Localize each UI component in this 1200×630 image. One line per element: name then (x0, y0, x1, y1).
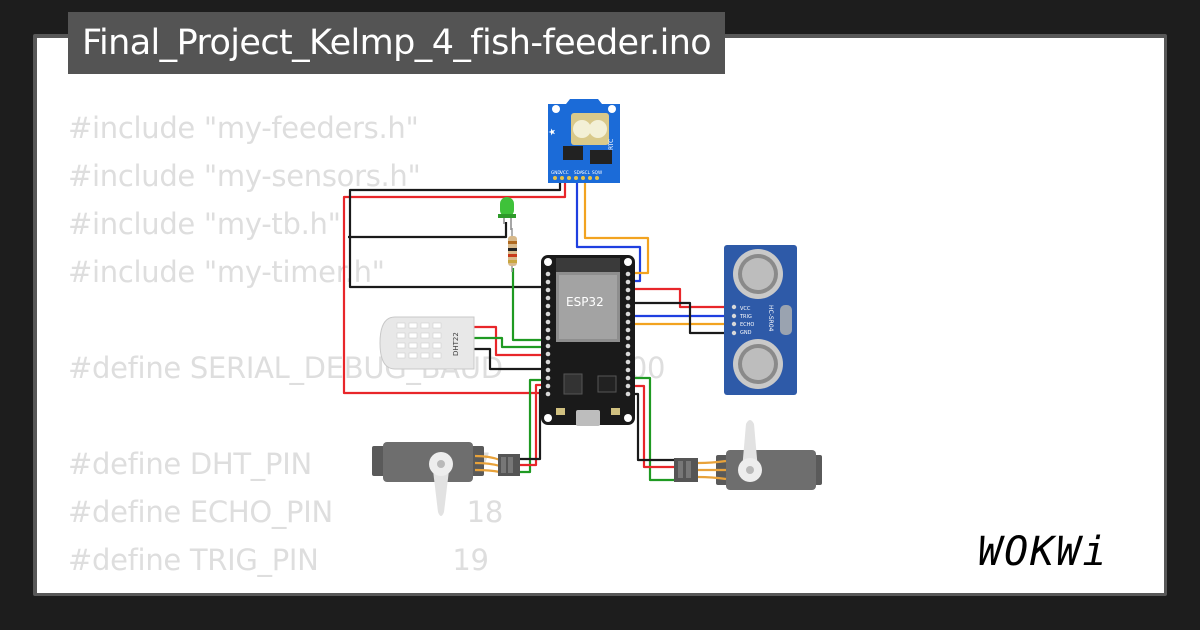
wire-orange (583, 176, 650, 275)
code-line: #define LED_CONN_INDICATOR 26 (68, 584, 665, 593)
rtc-module: ★ RTC GND VCC SDA SCL SQW (548, 99, 620, 183)
code-line: #include "my-sensors.h" (68, 159, 421, 193)
wire-green (511, 268, 546, 342)
rtc-pin-label: GND (551, 170, 561, 175)
servo-left (372, 442, 520, 516)
wire-black (348, 176, 562, 289)
wire-green (518, 378, 548, 474)
code-line: #include "my-feeders.h" (68, 111, 419, 145)
esp32-board: ESP32 (541, 255, 635, 426)
resistor (508, 228, 517, 272)
wire-black (470, 347, 546, 371)
wires (342, 176, 733, 482)
wire-red (629, 384, 676, 469)
led-indicator (498, 197, 516, 230)
wire-black (629, 392, 676, 462)
esp32-label: ESP32 (566, 295, 604, 309)
servo-right (674, 420, 822, 490)
wire-black (348, 222, 508, 239)
code-line: #include "my-timer.h" (68, 255, 385, 289)
sonar-label: HC-SR04 (767, 305, 774, 332)
rtc-pin-label: SCL (582, 170, 591, 175)
rtc-pin-label: SDA (574, 170, 583, 175)
sonar-pin-label: VCC (740, 306, 751, 312)
wire-red (470, 325, 546, 357)
dht22-label: DHT22 (452, 332, 460, 356)
wire-blue (575, 176, 642, 283)
code-line: #define ECHO_PIN 18 (68, 495, 503, 529)
wire-red (342, 176, 567, 395)
sonar-pin-label: TRIG (739, 314, 752, 320)
rtc-pin-label: VCC (560, 170, 569, 175)
code-line: #define TRIG_PIN 19 (68, 543, 489, 577)
sonar-pin-label: GND (740, 330, 752, 336)
rtc-pin-label: SQW (592, 170, 602, 175)
sonar-pin-label: ECHO (740, 322, 754, 328)
wire-red (629, 287, 733, 309)
wokwi-logo: WOKWi (978, 529, 1109, 575)
dht22-sensor: DHT22 (379, 316, 475, 370)
hc-sr04-sensor: VCC TRIG ECHO GND HC-SR04 (724, 245, 797, 395)
wire-green (470, 336, 546, 349)
wire-green (629, 376, 676, 482)
wire-black (629, 301, 733, 335)
rtc-label: RTC (608, 139, 615, 150)
svg-text:★: ★ (548, 128, 558, 136)
code-line: #include "my-tb.h" (68, 207, 341, 241)
project-title: Final_Project_Kelmp_4_fish-feeder.ino (68, 12, 726, 74)
